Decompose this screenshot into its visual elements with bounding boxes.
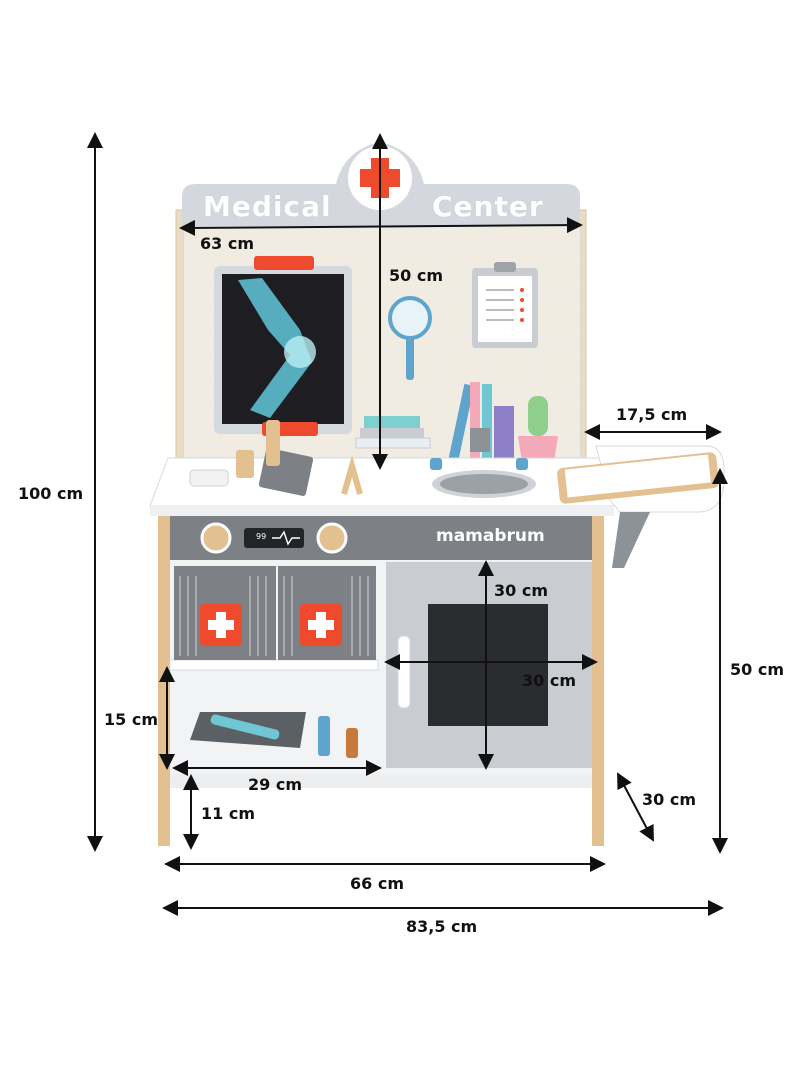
dim-door-height: 30 cm — [494, 581, 548, 600]
medical-tools — [189, 420, 363, 496]
dim-door-width: 30 cm — [522, 671, 576, 690]
basket-right — [278, 566, 376, 660]
cactus-plant — [518, 396, 558, 462]
dim-shelf-height: 15 cm — [104, 710, 158, 729]
dimension-arrows — [87, 132, 728, 916]
basket-left — [174, 566, 276, 660]
shelf-tray — [190, 712, 358, 758]
dim-leg-height: 11 cm — [201, 804, 255, 823]
brand-logo-text: mamabrum — [436, 526, 545, 546]
clipboard-tray — [557, 452, 719, 504]
sign-medical-text: Medical — [203, 190, 332, 223]
dim-counter-height: 50 cm — [730, 660, 784, 679]
oven-door — [386, 562, 592, 768]
dim-sign-width: 63 cm — [200, 234, 254, 253]
magnifier-icon — [388, 296, 432, 380]
counter-top — [149, 457, 615, 516]
x-ray-panel — [214, 256, 352, 436]
dim-shelf-width: 29 cm — [248, 775, 302, 794]
monitor-readout: 99 — [256, 532, 267, 541]
dim-total-height: 100 cm — [18, 484, 84, 503]
side-table — [557, 445, 725, 568]
dim-body-width: 66 cm — [350, 874, 404, 893]
dim-side-table-width: 17,5 cm — [616, 405, 688, 424]
clipboard-board — [472, 262, 538, 348]
books — [355, 382, 514, 465]
dim-board-height: 50 cm — [389, 266, 443, 285]
sink — [430, 428, 536, 498]
dim-total-width: 83,5 cm — [406, 917, 478, 936]
control-panel — [168, 516, 594, 560]
dim-depth: 30 cm — [642, 790, 696, 809]
sign-center-text: Center — [432, 190, 544, 223]
